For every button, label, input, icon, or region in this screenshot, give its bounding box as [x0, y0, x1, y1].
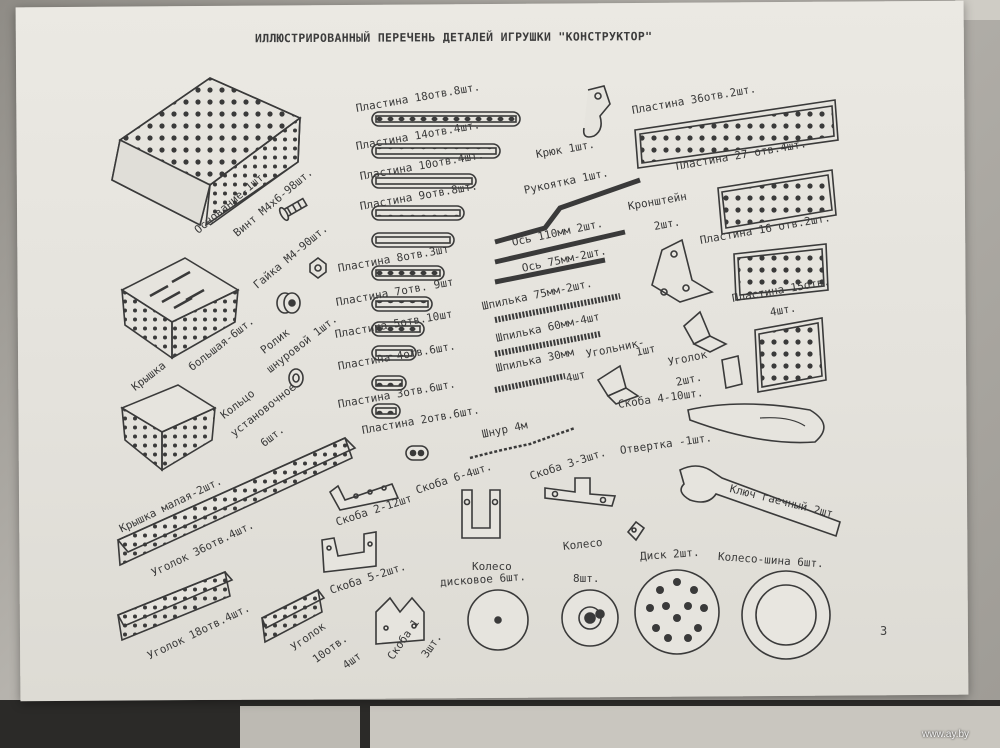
pulley-icon [276, 292, 301, 314]
clip-6-icon [461, 489, 501, 539]
clip-2-icon [328, 483, 400, 511]
corner-bracket-icon [596, 364, 640, 405]
background-card-right [370, 706, 1000, 748]
strip-plate-icon [371, 111, 521, 461]
label-koleso-2: 8шт. [573, 572, 600, 585]
bracket-icon [651, 238, 714, 303]
angle-36-icon [116, 436, 357, 567]
base-tray-icon [111, 77, 302, 227]
page-title: ИЛЛЮСТРИРОВАННЫЙ ПЕРЕЧЕНЬ ДЕТАЛЕЙ ИГРУШК… [254, 29, 653, 46]
clip-5-icon [321, 531, 377, 573]
small-angle-icon [682, 310, 743, 389]
flat-plate-16-icon [733, 243, 829, 301]
screw-icon [278, 197, 308, 222]
flat-plate-36-icon [634, 99, 839, 169]
label-koleso-disk-1: Колесо [472, 560, 512, 573]
clip-3-icon [544, 477, 617, 507]
axle-icon [494, 229, 626, 285]
handle-icon [494, 177, 641, 245]
screwdriver-icon [687, 403, 825, 444]
angle-18-icon [116, 570, 234, 642]
flat-plate-27-icon [717, 169, 837, 235]
page-number: 3 [880, 624, 888, 638]
background-surface [955, 0, 1000, 20]
wrench-icon [679, 465, 841, 538]
flat-plate-15-icon [754, 317, 827, 393]
cord-icon [469, 426, 576, 460]
watermark: www.ay.by [922, 729, 970, 740]
clip-4-icon [626, 520, 646, 542]
ring-icon [288, 368, 304, 388]
angle-10-icon [260, 588, 326, 644]
disc-icon [634, 569, 720, 655]
large-cover-icon [120, 257, 240, 360]
nut-icon [309, 257, 327, 279]
wheel-icon [561, 589, 619, 647]
stud-icon [494, 293, 621, 393]
small-cover-icon [120, 384, 217, 472]
background-card [240, 706, 360, 748]
disc-wheel-icon [467, 589, 529, 651]
tire-wheel-icon [741, 570, 831, 660]
hook-icon [582, 85, 611, 138]
clip-1-icon [375, 596, 425, 645]
